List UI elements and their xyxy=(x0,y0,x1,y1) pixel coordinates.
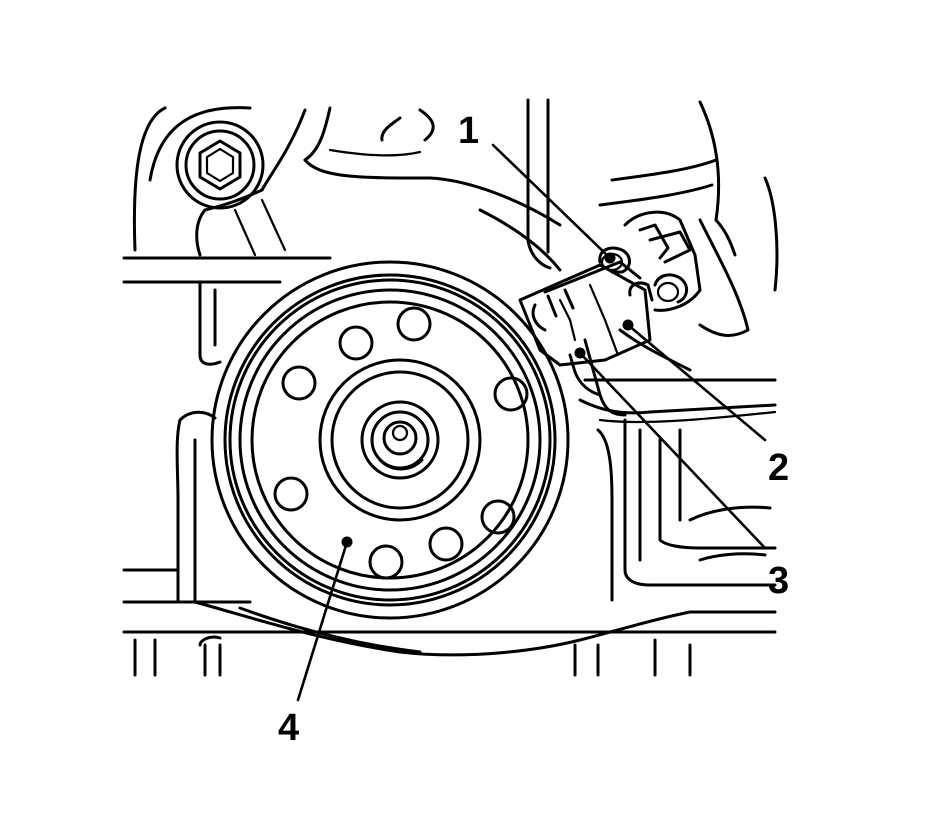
callout-3: 3 xyxy=(768,560,789,602)
leader-dot-3 xyxy=(574,347,586,359)
leader-dot-2 xyxy=(622,319,634,331)
callout-1: 1 xyxy=(458,110,479,152)
callout-4: 4 xyxy=(278,707,299,749)
engine-housing xyxy=(122,98,779,677)
callout-2: 2 xyxy=(768,447,789,489)
leader-dot-4 xyxy=(341,536,353,548)
leader-line-1 xyxy=(491,143,612,260)
callout-labels: 1 2 3 4 xyxy=(278,110,789,749)
hex-bolt-upper-left xyxy=(175,120,265,210)
leader-line-2 xyxy=(626,323,767,442)
leader-line-3 xyxy=(578,351,767,550)
pulley-bolt-holes xyxy=(273,306,529,580)
leader-line-4 xyxy=(296,540,349,702)
leader-dot-1 xyxy=(604,252,616,264)
crankshaft-pulley xyxy=(210,260,570,620)
leader-lines xyxy=(296,143,767,702)
crankshaft-sensor-assembly xyxy=(518,210,702,417)
